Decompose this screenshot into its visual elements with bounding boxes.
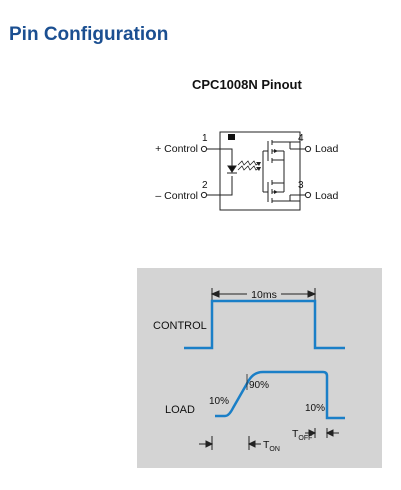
pin1-number: 1 (202, 133, 208, 144)
package-outline (219, 131, 301, 211)
toff-label: TOFF (292, 428, 312, 442)
ton-label: TON (263, 439, 280, 453)
timing-panel: 10ms CONTROL LOAD 10% 90% 10% TON (137, 268, 382, 468)
pinout-caption: CPC1008N Pinout (192, 77, 302, 92)
light-emission-arrows (237, 160, 261, 171)
pin2-number: 2 (202, 180, 208, 191)
fall-label: 10% (305, 403, 325, 414)
pin1-label: + Control (155, 143, 198, 155)
pin4-number: 4 (298, 133, 304, 144)
pin2-terminal (200, 191, 208, 199)
pin1-terminal (200, 145, 208, 153)
rise-low-label: 10% (209, 396, 229, 407)
timing-diagram: 10ms CONTROL LOAD 10% 90% 10% TON (153, 287, 345, 453)
pinout-diagram: 1 2 4 3 + Control – Control Load Load (155, 131, 339, 211)
period-label: 10ms (251, 289, 277, 301)
pin4-terminal (304, 145, 312, 153)
pin3-label: Load (315, 190, 339, 202)
section-title: Pin Configuration (9, 24, 169, 45)
ton-dimension (199, 436, 261, 450)
load-label: LOAD (165, 404, 195, 416)
pin1-marker (228, 134, 235, 140)
control-trace (184, 299, 345, 350)
control-label: CONTROL (153, 320, 207, 332)
pin3-number: 3 (298, 180, 304, 191)
pin4-label: Load (315, 143, 339, 155)
rise-high-label: 90% (249, 380, 269, 391)
input-led (220, 148, 237, 196)
pin2-label: – Control (155, 190, 198, 202)
load-trace (215, 370, 345, 420)
toff-dimension (305, 428, 339, 438)
pin3-terminal (304, 191, 312, 199)
